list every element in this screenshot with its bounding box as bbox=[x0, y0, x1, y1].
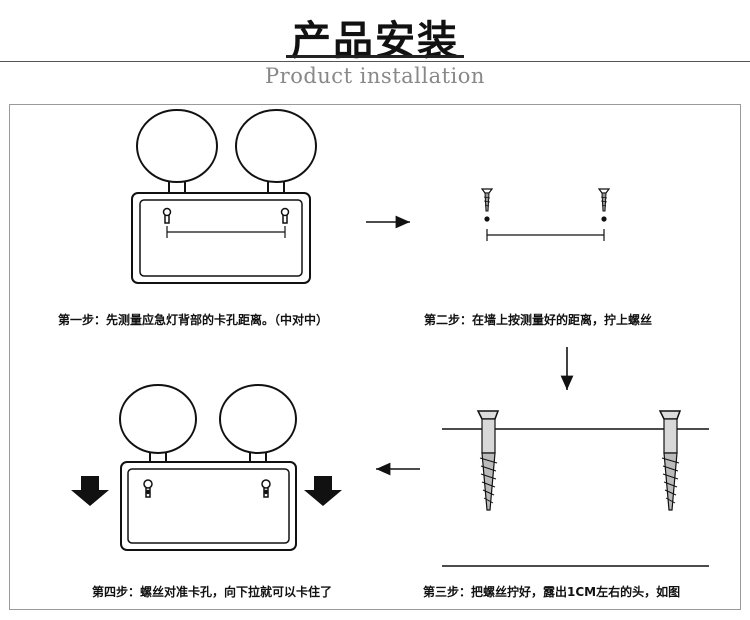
step2-screw-layout bbox=[480, 188, 611, 241]
step1-caption: 第一步：先测量应急灯背部的卡孔距离。（中对中） bbox=[58, 313, 329, 327]
large-screw-right-icon bbox=[658, 410, 682, 511]
title-underline bbox=[286, 55, 464, 58]
keyhole-screw-right-icon bbox=[261, 479, 271, 498]
large-screw-left-icon bbox=[476, 410, 500, 511]
small-screw-left-icon bbox=[480, 188, 494, 222]
page-subtitle: Product installation bbox=[265, 64, 485, 88]
measure-line-step1 bbox=[166, 226, 286, 238]
step1-emergency-light bbox=[131, 109, 317, 284]
instruction-panel bbox=[9, 104, 741, 610]
keyhole-right-icon bbox=[280, 207, 290, 224]
small-screw-right-icon bbox=[597, 188, 611, 222]
down-arrow-left-icon bbox=[71, 476, 109, 506]
title-divider bbox=[0, 61, 750, 62]
step3-caption: 第三步：把螺丝拧好，露出1CM左右的头，如图 bbox=[423, 585, 681, 599]
keyhole-left-icon bbox=[162, 207, 172, 224]
down-arrow-right-icon bbox=[304, 476, 342, 506]
keyhole-screw-left-icon bbox=[143, 479, 153, 498]
step3-wall-screws bbox=[442, 410, 709, 567]
step4-hang-light bbox=[71, 384, 342, 551]
step2-caption: 第二步：在墙上按测量好的距离，拧上螺丝 bbox=[424, 313, 653, 327]
step4-caption: 第四步：螺丝对准卡孔，向下拉就可以卡住了 bbox=[92, 585, 333, 599]
measure-line-step2 bbox=[486, 229, 605, 241]
